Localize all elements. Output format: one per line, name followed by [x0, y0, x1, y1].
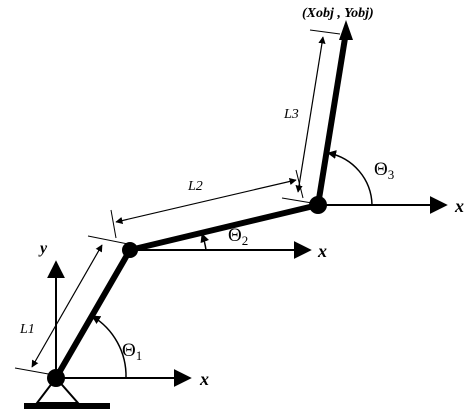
- theta1-arc: [91, 315, 127, 379]
- l3-label: L3: [283, 107, 299, 122]
- joint3-x-axis-label: x: [454, 196, 464, 216]
- joint-1: [47, 369, 65, 387]
- theta2-label: Θ2: [228, 225, 248, 248]
- y-axis-label: y: [38, 240, 48, 257]
- theta3-label: Θ3: [374, 159, 394, 182]
- l2-label: L2: [187, 179, 203, 194]
- link-3: [311, 31, 349, 206]
- base-x-axis-label: x: [199, 369, 209, 389]
- theta2-arc: [200, 233, 210, 251]
- l3-dimension: [281, 29, 341, 204]
- theta3-arc: [327, 150, 373, 206]
- link-2: [129, 198, 319, 253]
- l1-dimension: [14, 235, 129, 376]
- l2-dimension: [110, 169, 304, 239]
- end-effector-arrow: [339, 20, 353, 40]
- joint-3: [309, 196, 327, 214]
- base-support: [24, 376, 110, 409]
- joint-2: [122, 242, 138, 258]
- theta1-label: Θ1: [122, 340, 142, 363]
- joint2-x-axis-label: x: [317, 241, 327, 261]
- l1-label: L1: [19, 322, 35, 337]
- target-coordinates-label: (Xobj , Yobj): [302, 6, 374, 21]
